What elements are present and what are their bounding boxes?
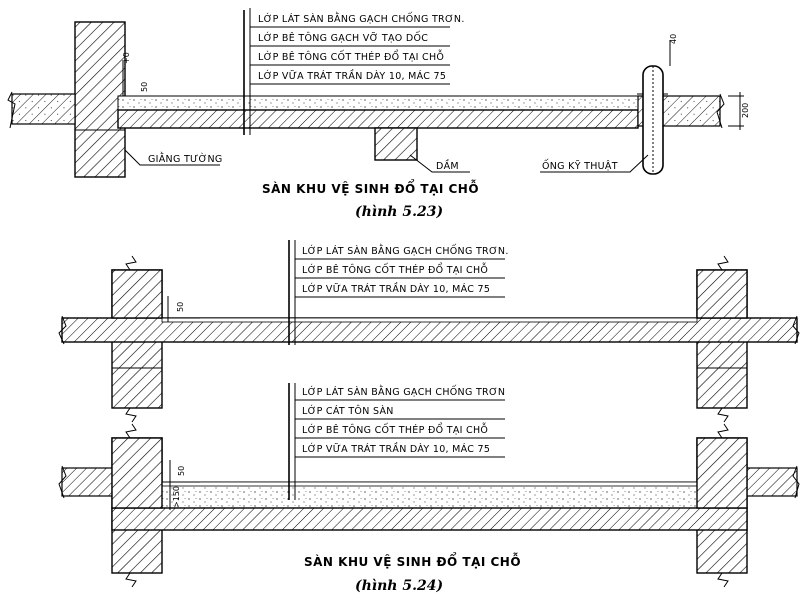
- fig3-caption: SÀN KHU VỆ SINH ĐỔ TẠI CHỖ: [304, 552, 521, 569]
- fig1-dim-50: 50: [140, 82, 149, 92]
- fig3-dim-150: >150: [172, 486, 181, 508]
- figure-5-23: LỚP LÁT SÀN BẰNG GẠCH CHỐNG TRƠN. LỚP BÊ…: [7, 8, 750, 220]
- fig1-layer-4: LỚP VỮA TRÁT TRẦN DÀY 10, MÁC 75: [258, 69, 446, 82]
- beam: [374, 127, 418, 161]
- fig2-dim-50: 50: [176, 302, 185, 312]
- slab-structure: [117, 109, 639, 129]
- slab-finish: [161, 317, 698, 323]
- fig1-dim-40-right: 40: [669, 34, 678, 44]
- fig3-layer-1: LỚP LÁT SÀN BẰNG GẠCH CHỐNG TRƠN: [302, 385, 505, 398]
- fig1-layer-3: LỚP BÊ TÔNG CỐT THÉP ĐỔ TẠI CHỖ: [258, 50, 444, 63]
- fig1-dim-200: 200: [741, 103, 750, 118]
- fig3-layer-3: LỚP BÊ TÔNG CỐT THÉP ĐỔ TẠI CHỖ: [302, 423, 488, 436]
- right-slab-stub: [746, 467, 798, 497]
- fig3-dim-50: 50: [177, 466, 186, 476]
- beam-label: DẦM: [436, 159, 459, 172]
- pipe-label: ỐNG KỸ THUẬT: [542, 159, 618, 172]
- slab-structure: [111, 507, 748, 531]
- fig3-layer-4: LỚP VỮA TRÁT TRẦN DÀY 10, MÁC 75: [302, 442, 490, 455]
- slab-finish: [161, 481, 698, 487]
- left-slab-stub: [61, 467, 113, 497]
- fig2-layer-3: LỚP VỮA TRÁT TRẦN DÀY 10, MÁC 75: [302, 282, 490, 295]
- fig3-layer-2: LỚP CÁT TÔN SÀN: [302, 405, 394, 417]
- fig2-layer-1: LỚP LÁT SÀN BẰNG GẠCH CHỐNG TRƠN.: [302, 244, 509, 257]
- figure-5-24-b: LỚP LÁT SÀN BẰNG GẠCH CHỐNG TRƠN LỚP CÁT…: [58, 383, 800, 594]
- fig3-number: (hình 5.24): [355, 578, 443, 594]
- fig2-layer-2: LỚP BÊ TÔNG CỐT THÉP ĐỔ TẠI CHỖ: [302, 263, 488, 276]
- slab-top-layer: [117, 95, 639, 111]
- fig1-dim-40-left: +0: [122, 52, 131, 64]
- left-slab-stub: [11, 93, 76, 125]
- wall-beam-label: GIẰNG TƯỜNG: [148, 152, 223, 165]
- fig1-number: (hình 5.23): [355, 204, 443, 220]
- fig1-caption: SÀN KHU VỆ SINH ĐỔ TẠI CHỖ: [262, 179, 479, 196]
- fig1-layer-1: LỚP LÁT SÀN BẰNG GẠCH CHỐNG TRƠN.: [258, 12, 465, 25]
- fig1-layer-2: LỚP BÊ TÔNG GẠCH VỠ TẠO DỐC: [258, 31, 428, 44]
- left-wall: [74, 21, 126, 178]
- figure-5-24-a: LỚP LÁT SÀN BẰNG GẠCH CHỐNG TRƠN. LỚP BÊ…: [58, 240, 800, 423]
